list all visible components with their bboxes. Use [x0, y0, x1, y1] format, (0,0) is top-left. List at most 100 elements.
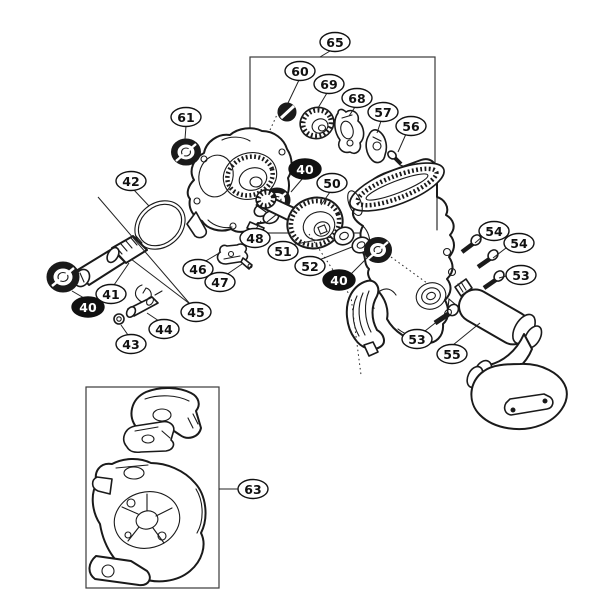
callout-number: 40	[79, 300, 97, 315]
leader-line	[146, 312, 160, 322]
callout-63-26: 63	[219, 478, 269, 500]
callout-bubble	[367, 101, 399, 123]
leader-line	[320, 191, 331, 206]
group-axis-lines	[269, 105, 428, 376]
callout-bubble	[316, 172, 348, 194]
callout-54-22: 54	[492, 232, 535, 259]
drive-gear-part	[255, 189, 344, 250]
callout-bubble	[115, 333, 147, 355]
callout-number: 55	[443, 347, 460, 362]
leader-line	[71, 290, 85, 299]
callout-bubble	[322, 269, 356, 291]
callout-number: 54	[510, 236, 528, 251]
callout-42-7: 42	[115, 170, 150, 207]
callout-bubble	[401, 328, 433, 350]
leader-line	[492, 247, 507, 259]
callout-bubble	[313, 73, 345, 95]
leader-line	[130, 258, 191, 305]
callout-bubble	[204, 271, 236, 293]
rotor-assembly-box	[85, 386, 220, 589]
flip-lever-part	[216, 243, 249, 265]
callout-number: 45	[187, 305, 204, 320]
leader-line	[113, 262, 130, 286]
callout-bubble	[319, 31, 351, 53]
rotor-assembly-part	[88, 387, 207, 587]
drag-cap-part	[277, 102, 297, 122]
bearing-part-40-mid	[364, 237, 392, 263]
callout-number: 41	[102, 287, 119, 302]
callout-bubble	[182, 258, 214, 280]
callout-47-15: 47	[204, 263, 243, 293]
leader-line	[376, 120, 382, 134]
callout-40-13: 40	[322, 256, 369, 291]
axis-line-2	[390, 256, 428, 284]
callout-bubble	[341, 87, 373, 109]
leader-line	[397, 133, 407, 153]
callout-number: 56	[402, 119, 420, 134]
callout-68-3: 68	[341, 87, 373, 117]
nut-part-43	[113, 313, 125, 325]
bearing-part-40-left	[46, 261, 80, 293]
handle-part	[454, 278, 568, 431]
callout-number: 53	[408, 332, 425, 347]
leader-line	[350, 256, 369, 275]
leader-line	[452, 322, 481, 346]
oscillating-slider-part	[334, 108, 365, 155]
callout-bubble	[503, 232, 535, 254]
callout-number: 48	[246, 231, 263, 246]
callout-55-25: 55	[436, 322, 481, 365]
callout-50-9: 50	[316, 172, 348, 206]
callout-bubble	[294, 255, 326, 277]
screw-part-56	[387, 150, 404, 167]
group-parts	[46, 102, 568, 587]
callout-number: 52	[301, 259, 318, 274]
pin-part-44	[125, 290, 163, 318]
main-shaft-part	[73, 235, 148, 288]
bearing-part-61	[171, 138, 201, 166]
callout-43-20: 43	[115, 324, 147, 355]
callout-number: 51	[274, 244, 291, 259]
callout-bubble	[284, 60, 316, 82]
callout-bubble	[71, 296, 105, 318]
screw-part-54a	[460, 234, 482, 254]
callout-number: 40	[296, 162, 314, 177]
callout-number: 42	[122, 174, 139, 189]
callout-45-18: 45	[97, 196, 212, 323]
leader-line	[348, 106, 356, 117]
callout-bubble	[239, 227, 271, 249]
rotor-brake-part	[345, 279, 385, 357]
screw-part-54b	[476, 249, 499, 269]
callout-number: 44	[155, 322, 173, 337]
callout-number: 68	[348, 91, 365, 106]
callout-number: 47	[211, 275, 228, 290]
callout-number: 63	[244, 482, 261, 497]
callout-bubble	[115, 170, 147, 192]
callout-48-10: 48	[239, 220, 271, 249]
oscillating-gear-part	[299, 106, 335, 140]
callout-number: 69	[320, 77, 337, 92]
callout-number: 43	[122, 337, 139, 352]
callout-bubble	[478, 220, 510, 242]
callout-bubble	[267, 240, 299, 262]
callout-number: 50	[323, 176, 341, 191]
leader-line	[255, 220, 262, 230]
callout-65-0: 65	[319, 31, 351, 58]
pawl-part-57	[365, 129, 388, 164]
callout-60-1: 60	[284, 60, 316, 104]
leader-line	[97, 196, 191, 305]
callout-52-12: 52	[294, 246, 353, 277]
leader-line	[318, 246, 353, 261]
leader-line	[424, 319, 440, 332]
callout-41-16: 41	[95, 262, 130, 305]
callout-bubble	[395, 115, 427, 137]
callout-number: 65	[326, 35, 343, 50]
pin-part-47	[240, 257, 253, 270]
leader-line	[498, 275, 507, 279]
callout-number: 46	[189, 262, 207, 277]
callout-46-14: 46	[182, 251, 222, 280]
leader-line	[319, 50, 331, 58]
callout-bubble	[148, 318, 180, 340]
